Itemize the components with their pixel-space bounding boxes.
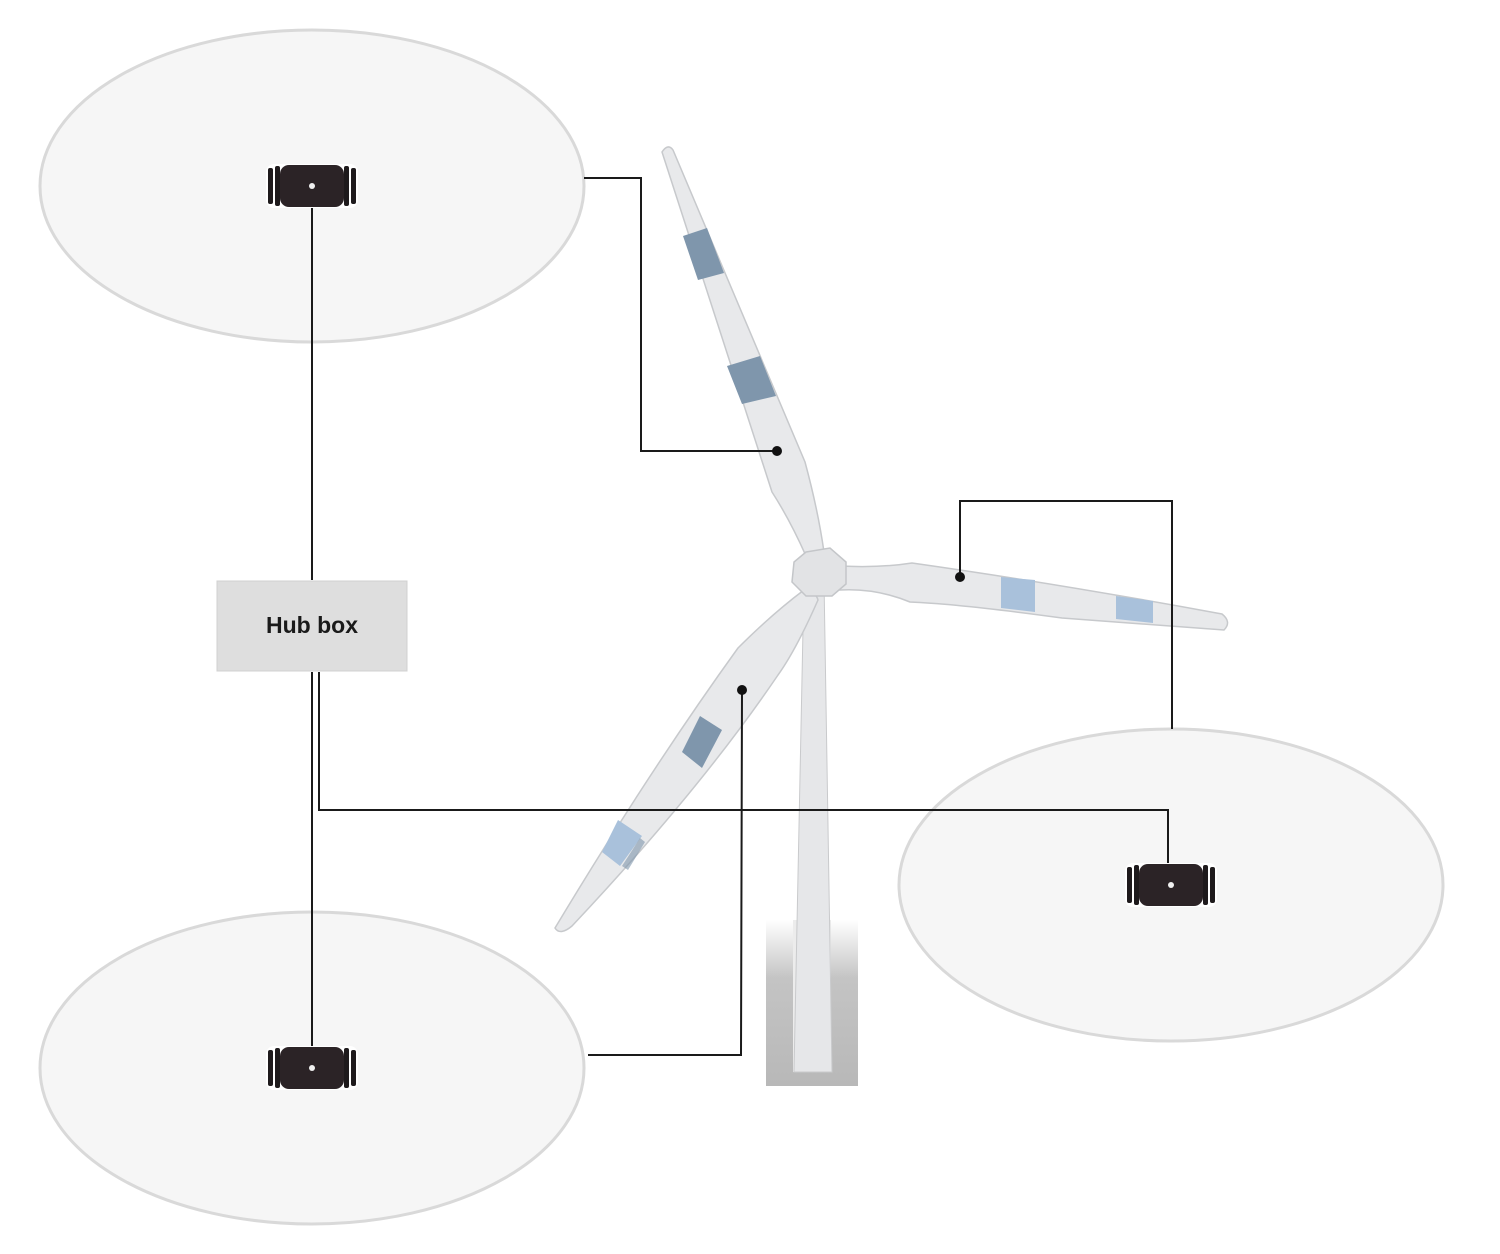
wire-right-blade <box>959 500 1173 729</box>
turbine-hub <box>791 547 847 597</box>
turbine-tower <box>793 579 833 1073</box>
turbine-blade-left <box>554 589 819 933</box>
sensor-icon <box>1125 863 1217 907</box>
attach-point-up-blade <box>772 446 782 456</box>
sensor-icon <box>266 1046 358 1090</box>
turbine-blade-up <box>661 146 825 557</box>
wire-left-blade <box>588 689 743 1056</box>
wind-turbine-icon <box>554 146 1229 1086</box>
attach-point-left-blade <box>737 685 747 695</box>
attach-point-right-blade <box>955 572 965 582</box>
hub-box-label: Hub box <box>266 612 358 638</box>
turbine-blade-right <box>839 562 1229 631</box>
wire-top-blade <box>584 177 777 452</box>
hub-box: Hub box <box>216 580 408 672</box>
wire-hub-right-sensor <box>318 672 1169 885</box>
sensor-icon <box>266 164 358 208</box>
